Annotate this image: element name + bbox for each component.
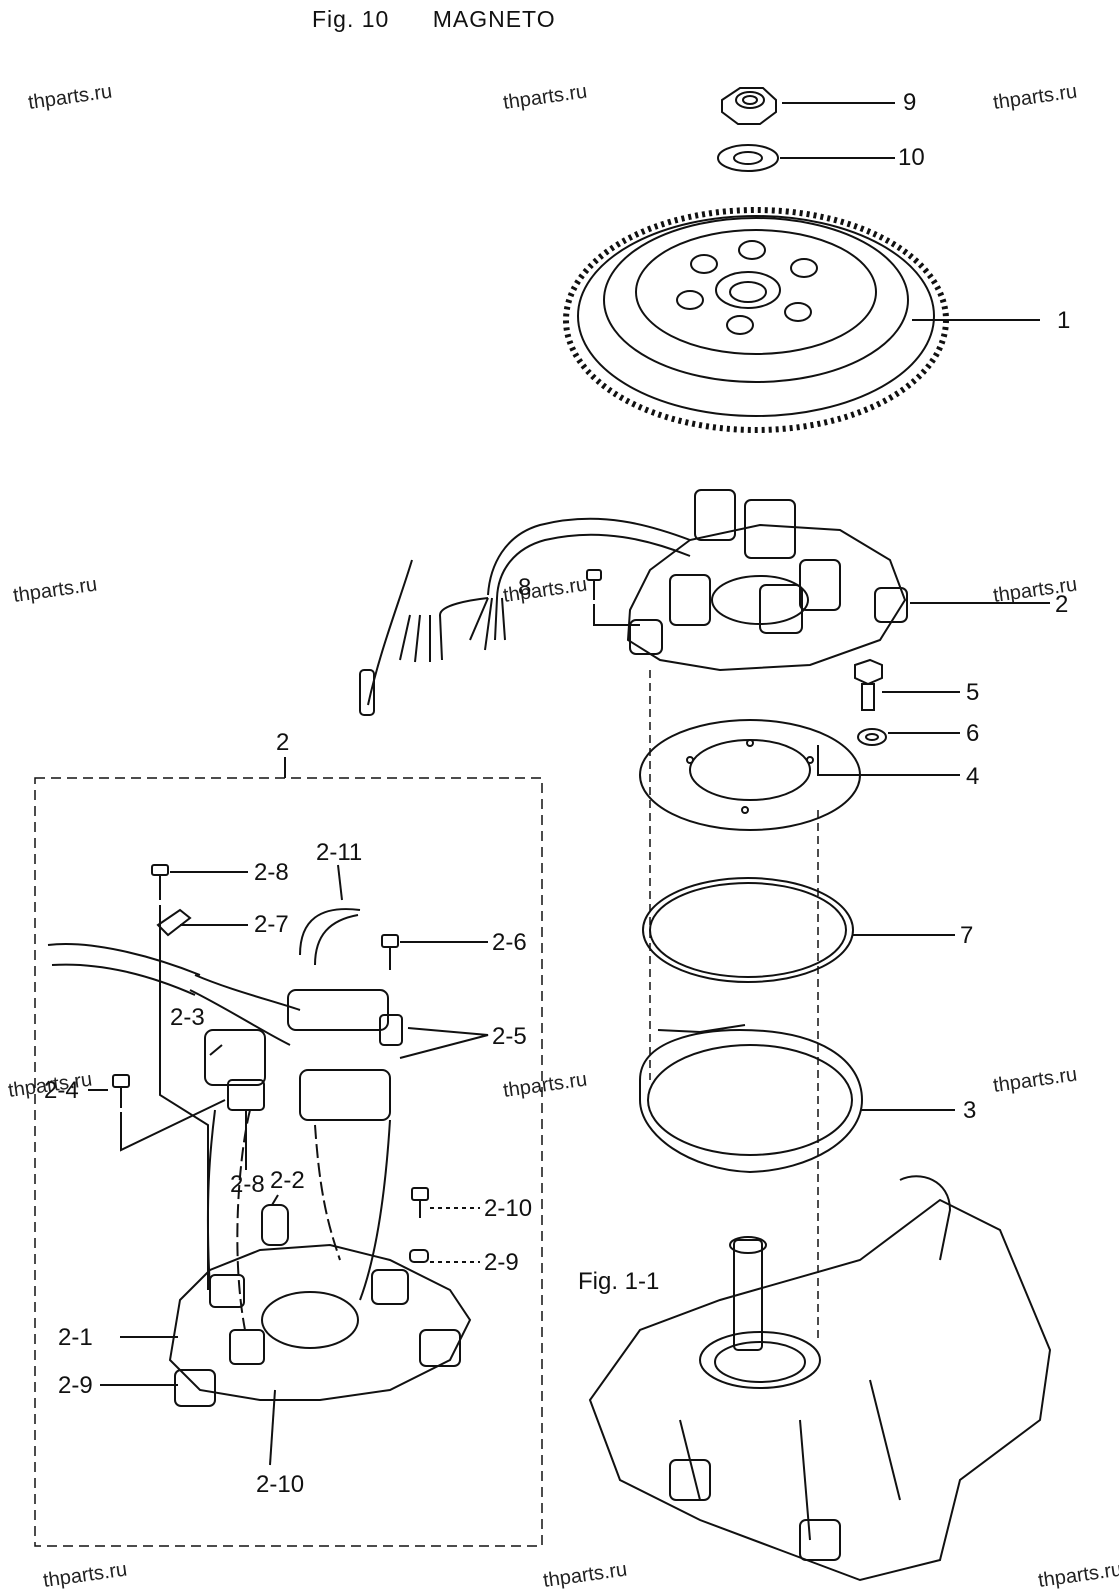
callout-5: 5 <box>966 679 979 706</box>
callout-10: 10 <box>898 144 925 171</box>
callout-group-2: 2 <box>276 729 289 756</box>
callout-7: 7 <box>960 922 973 949</box>
part-flywheel <box>563 207 949 433</box>
figure-title: Fig. 10 MAGNETO <box>312 6 592 33</box>
stator-sub-assembly <box>47 864 472 1407</box>
part-nut <box>721 87 777 125</box>
reference-label: Fig. 1-1 <box>578 1268 659 1295</box>
sub-assembly-leaders <box>88 864 489 1466</box>
callout-2-2: 2-2 <box>270 1167 305 1194</box>
leader-line <box>593 604 640 626</box>
callout-9: 9 <box>903 89 916 116</box>
part-o-ring <box>642 877 854 983</box>
figure-number: Fig. 10 <box>312 6 390 32</box>
part-washer <box>717 144 779 172</box>
callout-2-7: 2-7 <box>254 911 289 938</box>
part-stator-assembly <box>359 489 908 716</box>
leader-line <box>817 745 858 776</box>
part-bolt <box>854 658 883 711</box>
callout-2-4: 2-4 <box>44 1077 79 1104</box>
callout-2: 2 <box>1055 591 1068 618</box>
callout-2-6: 2-6 <box>492 929 527 956</box>
engine-crankcase <box>588 1175 1052 1582</box>
callout-2-8: 2-8 <box>254 859 289 886</box>
callout-1: 1 <box>1057 307 1070 334</box>
part-screw <box>586 569 602 600</box>
callout-2-9: 2-9 <box>484 1249 519 1276</box>
callout-2-10: 2-10 <box>256 1471 304 1498</box>
part-lock-washer <box>857 728 887 746</box>
callout-2-11: 2-11 <box>316 839 362 866</box>
part-retainer-ring <box>639 1024 864 1174</box>
alignment-lines <box>649 670 819 1340</box>
callout-4: 4 <box>966 763 979 790</box>
callout-2-5: 2-5 <box>492 1023 527 1050</box>
callout-3: 3 <box>963 1097 976 1124</box>
callout-2-3: 2-3 <box>170 1004 205 1031</box>
figure-name: MAGNETO <box>432 6 556 32</box>
callout-2-10: 2-10 <box>484 1195 532 1222</box>
callout-2-1: 2-1 <box>58 1324 93 1351</box>
callout-2-8: 2-8 <box>230 1171 265 1198</box>
callout-2-9: 2-9 <box>58 1372 93 1399</box>
callout-6: 6 <box>966 720 979 747</box>
sub-assembly-box <box>34 777 543 1547</box>
callout-8: 8 <box>518 574 531 601</box>
